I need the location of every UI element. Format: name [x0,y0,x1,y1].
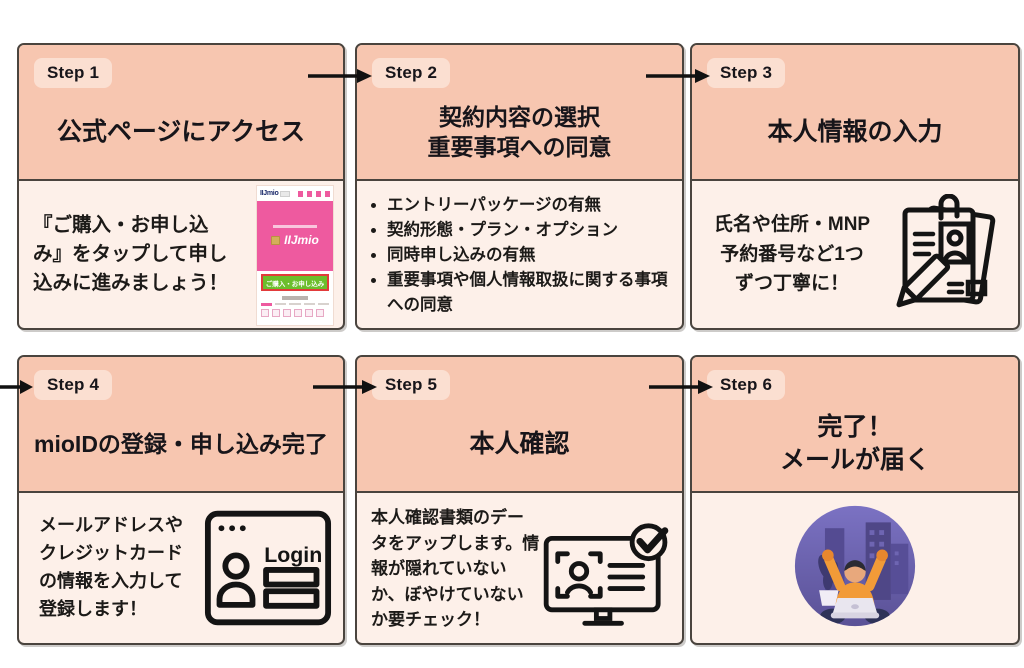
bullet-item: 重要事項や個人情報取扱に関する事項への同意 [387,268,672,318]
step4-title: mioIDの登録・申し込み完了 [34,430,328,457]
svg-text:Login: Login [264,543,322,567]
step3-title: 本人情報の入力 [767,117,943,146]
bullet-item: エントリーパッケージの有無 [387,193,672,218]
step1-badge: Step 1 [34,58,113,88]
step4-badge: Step 4 [34,370,113,400]
phone-section-label-bar [282,296,308,300]
step1-title: 公式ページにアクセス [56,117,306,146]
step1-body: 『ご購入・お申し込み』をタップして申し込みに進みましょう！ IIJmio IIJ… [19,181,343,328]
step2-header: Step 2 契約内容の選択 重要事項への同意 [357,45,682,181]
step5-description: 本人確認書類のデータをアップします。情報が隠れていないか、ぼやけていないか要チェ… [371,508,540,629]
phone-tabs-bar [257,300,333,306]
login-window-icon: Login [203,509,343,627]
flow-arrow-step4-to-step5-icon [313,380,377,394]
id-document-pen-icon [884,193,1018,316]
phone-bottom-icons [257,306,333,320]
iijmio-banner: IIJmio [257,201,333,271]
banner-brand-text: IIJmio [284,233,319,247]
step2-title: 契約内容の選択 重要事項への同意 [427,103,612,160]
flow-arrow-step1-to-step2-icon [308,69,372,83]
flow-arrow-into-step4-icon [0,380,33,394]
iijmio-page-screenshot: IIJmio IIJmio ご購入・お申し込み [256,185,334,326]
step6-header: Step 6 完了！ メールが届く [692,357,1018,493]
step3-card: Step 3 本人情報の入力 氏名や住所・MNP 予約番号など1つ ずつ丁寧に！ [690,43,1020,330]
iijmio-logo: IIJmio [260,190,279,197]
step4-card: Step 4 mioIDの登録・申し込み完了 メールアドレスや クレジットカード… [17,355,345,645]
phone-menu-chip [280,190,291,197]
step5-badge: Step 5 [372,370,451,400]
step4-body: メールアドレスや クレジットカード の情報を入力して 登録します！ Login [19,493,343,643]
step2-body: エントリーパッケージの有無 契約形態・プラン・オプション 同時申し込みの有無 重… [357,193,682,328]
step5-body: 本人確認書類のデータをアップします。情報が隠れていないか、ぼやけていないか要チェ… [357,493,682,643]
banner-brand-row: IIJmio [271,233,319,247]
step6-body [692,493,1018,643]
step2-badge: Step 2 [372,58,451,88]
step4-description: メールアドレスや クレジットカード の情報を入力して 登録します！ [39,515,183,619]
purchase-apply-button: ご購入・お申し込み [261,274,329,291]
step3-header: Step 3 本人情報の入力 [692,45,1018,181]
step2-card: Step 2 契約内容の選択 重要事項への同意 エントリーパッケージの有無 契約… [355,43,684,330]
step1-description: 『ご購入・お申し込み』をタップして申し込みに進みましょう！ [33,213,229,295]
step6-card: Step 6 完了！ メールが届く [690,355,1020,645]
identity-check-monitor-icon [542,521,672,641]
phone-nav-icons [298,190,330,197]
step2-bullet-list: エントリーパッケージの有無 契約形態・プラン・オプション 同時申し込みの有無 重… [387,193,672,318]
step5-card: Step 5 本人確認 [355,355,684,645]
step6-badge: Step 6 [707,370,786,400]
step3-body: 氏名や住所・MNP 予約番号など1つ ずつ丁寧に！ [692,181,1018,328]
sim-card-icon [271,235,281,245]
step1-card: Step 1 公式ページにアクセス 『ご購入・お申し込み』をタップして申し込みに… [17,43,345,330]
step4-header: Step 4 mioIDの登録・申し込み完了 [19,357,343,493]
flow-arrow-step2-to-step3-icon [646,69,710,83]
bullet-item: 同時申し込みの有無 [387,243,672,268]
flow-arrow-step5-to-step6-icon [649,380,713,394]
phone-top-bar: IIJmio [257,186,333,201]
step5-title: 本人確認 [469,429,570,458]
banner-caption-bar [273,225,317,228]
step3-description: 氏名や住所・MNP 予約番号など1つ ずつ丁寧に！ [713,214,871,295]
step1-header: Step 1 公式ページにアクセス [19,45,343,181]
step6-title: 完了！ メールが届く [779,413,930,474]
step3-badge: Step 3 [707,58,786,88]
step5-header: Step 5 本人確認 [357,357,682,493]
celebration-illustration [792,503,918,634]
bullet-item: 契約形態・プラン・オプション [387,218,672,243]
